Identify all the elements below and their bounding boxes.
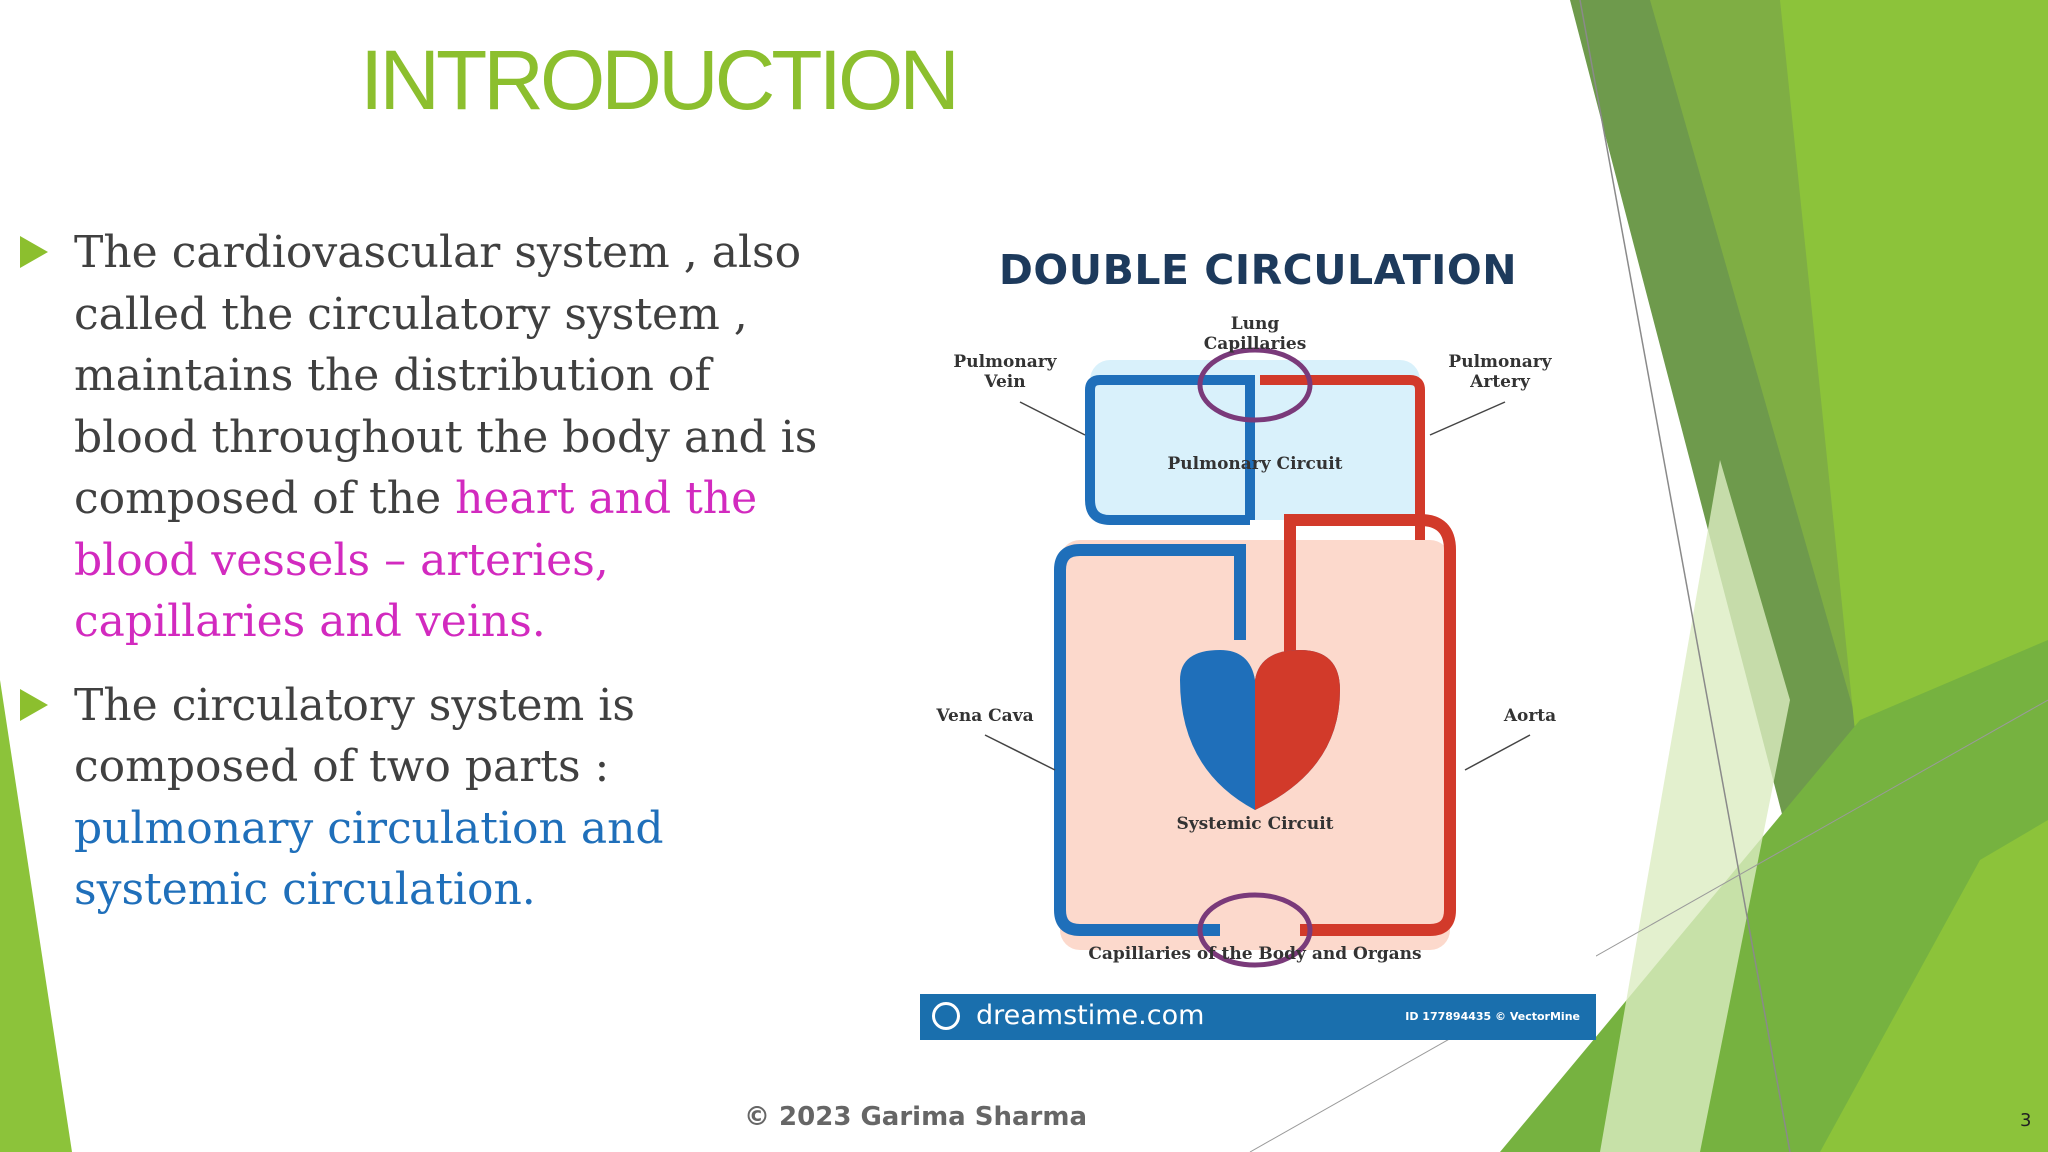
- page-number: 3: [2020, 1110, 2032, 1131]
- bullet-text: The circulatory system is composed of tw…: [74, 679, 635, 793]
- pulmonary-artery-label: Pulmonary Artery: [1448, 352, 1552, 392]
- pulmonary-vein-label: Pulmonary Vein: [953, 352, 1057, 392]
- left-green-shape: [0, 680, 72, 1152]
- thin-line: [1579, 0, 1791, 1152]
- figure-footer: dreamstime.com ID 177894435 © VectorMine: [920, 994, 1596, 1040]
- pulmonary-vein-pointer: [1019, 401, 1086, 436]
- double-circulation-figure: DOUBLE CIRCULATION Lung Capillaries Pulm…: [920, 210, 1596, 1040]
- lower-lime-shape: [1820, 820, 2048, 1152]
- circulation-diagram: [984, 347, 1531, 968]
- bullet-text: The cardiovascular system , also called …: [74, 227, 818, 524]
- bullet-item: The circulatory system is composed of tw…: [18, 675, 818, 921]
- systemic-circuit-label: Systemic Circuit: [1176, 814, 1334, 834]
- vena-cava-label: Vena Cava: [936, 706, 1034, 726]
- brand-name: dreamstime.com: [976, 1000, 1205, 1031]
- brand-swirl-icon: [932, 1002, 960, 1030]
- vena-cava-path: [1054, 544, 1246, 936]
- bullet-highlight: heart and the blood vessels – arteries, …: [74, 473, 758, 647]
- aorta-pointer: [1464, 734, 1531, 771]
- bullet-item: The cardiovascular system , also called …: [18, 222, 818, 653]
- bullet-arrow-icon: [20, 236, 48, 268]
- aorta-path: [1284, 514, 1456, 936]
- bullet-list: The cardiovascular system , also called …: [18, 222, 818, 943]
- thin-line-2: [1249, 699, 2048, 1152]
- light-green-shape: [1600, 460, 1790, 1152]
- lung-capillary-bed: [1197, 347, 1313, 423]
- heart-left-side: [1255, 650, 1340, 810]
- vena-cava-pointer: [984, 734, 1056, 771]
- slide-title: INTRODUCTION: [360, 33, 960, 127]
- copyright-text: © 2023 Garima Sharma: [744, 1102, 1088, 1132]
- body-capillary-bed: [1197, 892, 1313, 968]
- bullet-highlight: pulmonary circulation and systemic circu…: [74, 802, 664, 916]
- figure-title: DOUBLE CIRCULATION: [998, 246, 1518, 294]
- pulmonary-vein-path: [1085, 375, 1255, 525]
- image-id: ID 177894435 © VectorMine: [1405, 1010, 1580, 1023]
- aorta-label: Aorta: [1503, 706, 1557, 726]
- pulmonary-artery-pointer: [1429, 401, 1506, 436]
- body-capillaries-label: Capillaries of the Body and Organs: [1088, 944, 1422, 964]
- pulmonary-artery-path: [1260, 375, 1425, 590]
- bullet-arrow-icon: [20, 688, 48, 721]
- pulmonary-circuit-label: Pulmonary Circuit: [1167, 454, 1343, 474]
- lung-capillaries-label: Lung Capillaries: [1203, 314, 1307, 354]
- lime-shape: [1780, 0, 2048, 880]
